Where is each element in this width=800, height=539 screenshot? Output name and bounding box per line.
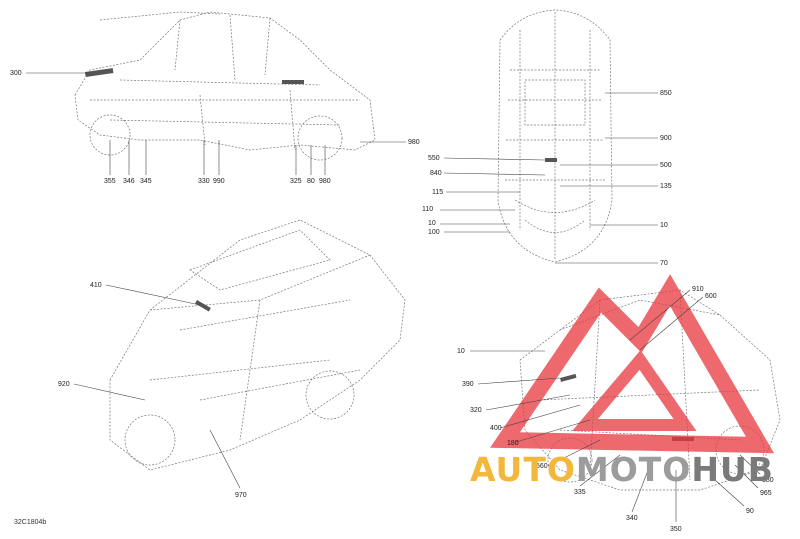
- callout-label: 920: [58, 381, 70, 388]
- callout-label: 10: [660, 222, 668, 229]
- callout-label: 400: [490, 425, 502, 432]
- callout-label: 300: [10, 70, 22, 77]
- callout-label: 325: [290, 178, 302, 185]
- callout-leader-line: [499, 404, 581, 429]
- diagram-code: 32C1804b: [14, 519, 47, 526]
- callout-label: 90: [746, 508, 754, 515]
- callout-label: 550: [428, 155, 440, 162]
- callout-label: 900: [660, 135, 672, 142]
- callout-leader-line: [579, 454, 621, 487]
- vehicle-front-perspective: [109, 219, 406, 471]
- callout-label: 335: [574, 489, 586, 496]
- callout-leader-line: [477, 377, 561, 385]
- callout-label: 110: [422, 206, 434, 213]
- callout-label: 965: [760, 490, 772, 497]
- callout-leader-line: [714, 479, 745, 507]
- watermark-text: AUTOMOTOHUB: [470, 450, 774, 489]
- callout-label: 850: [660, 90, 672, 97]
- callout-label: 980: [319, 178, 331, 185]
- callout-leader-line: [547, 439, 601, 467]
- callout-leader-line: [639, 296, 704, 351]
- callout-leader-line: [631, 464, 651, 513]
- callout-label: 330: [198, 178, 210, 185]
- callout-label: 980: [408, 139, 420, 146]
- callout-label: 910: [692, 286, 704, 293]
- callout-leader-line: [73, 383, 146, 401]
- callout-leader-line: [739, 454, 761, 475]
- callout-label: 320: [470, 407, 482, 414]
- callout-label: 350: [670, 526, 682, 533]
- watermark-auto: AUTO: [470, 450, 576, 489]
- callout-label: 10: [428, 220, 436, 227]
- callout-leader-line: [515, 419, 591, 443]
- callout-label: 840: [430, 170, 442, 177]
- vehicle-side-view: [74, 11, 376, 161]
- callout-leader-line: [443, 157, 546, 161]
- callout-label: 990: [213, 178, 225, 185]
- callout-label: 346: [123, 178, 135, 185]
- watermark-logo: [490, 274, 775, 454]
- watermark-hub: HUB: [691, 450, 774, 489]
- vehicle-top-view: [497, 9, 613, 263]
- callout-label: 560: [536, 463, 548, 470]
- callout-label: 380: [762, 477, 774, 484]
- callout-label: 70: [660, 260, 668, 267]
- callout-label: 340: [626, 515, 638, 522]
- callout-label: 100: [428, 229, 440, 236]
- callout-leader-line: [443, 172, 546, 176]
- callout-label: 180: [507, 440, 519, 447]
- watermark-moto: MOTO: [575, 450, 692, 489]
- callout-label: 10: [457, 348, 465, 355]
- callout-label: 410: [90, 282, 102, 289]
- callout-label: 135: [660, 183, 672, 190]
- callout-label: 115: [432, 189, 444, 196]
- leader-lines: [26, 72, 761, 522]
- callout-label: 970: [235, 492, 247, 499]
- callout-label: 600: [705, 293, 717, 300]
- callout-leader-line: [485, 394, 571, 411]
- callout-label: 80: [307, 178, 315, 185]
- callout-label: 500: [660, 162, 672, 169]
- callout-leader-line: [209, 429, 241, 489]
- callout-leader-line: [629, 289, 691, 341]
- decal-marks: [85, 68, 694, 441]
- callout-label: 390: [462, 381, 474, 388]
- callout-leader-line: [734, 464, 759, 489]
- callout-leader-line: [105, 284, 201, 306]
- callout-label: 355: [104, 178, 116, 185]
- callout-label: 345: [140, 178, 152, 185]
